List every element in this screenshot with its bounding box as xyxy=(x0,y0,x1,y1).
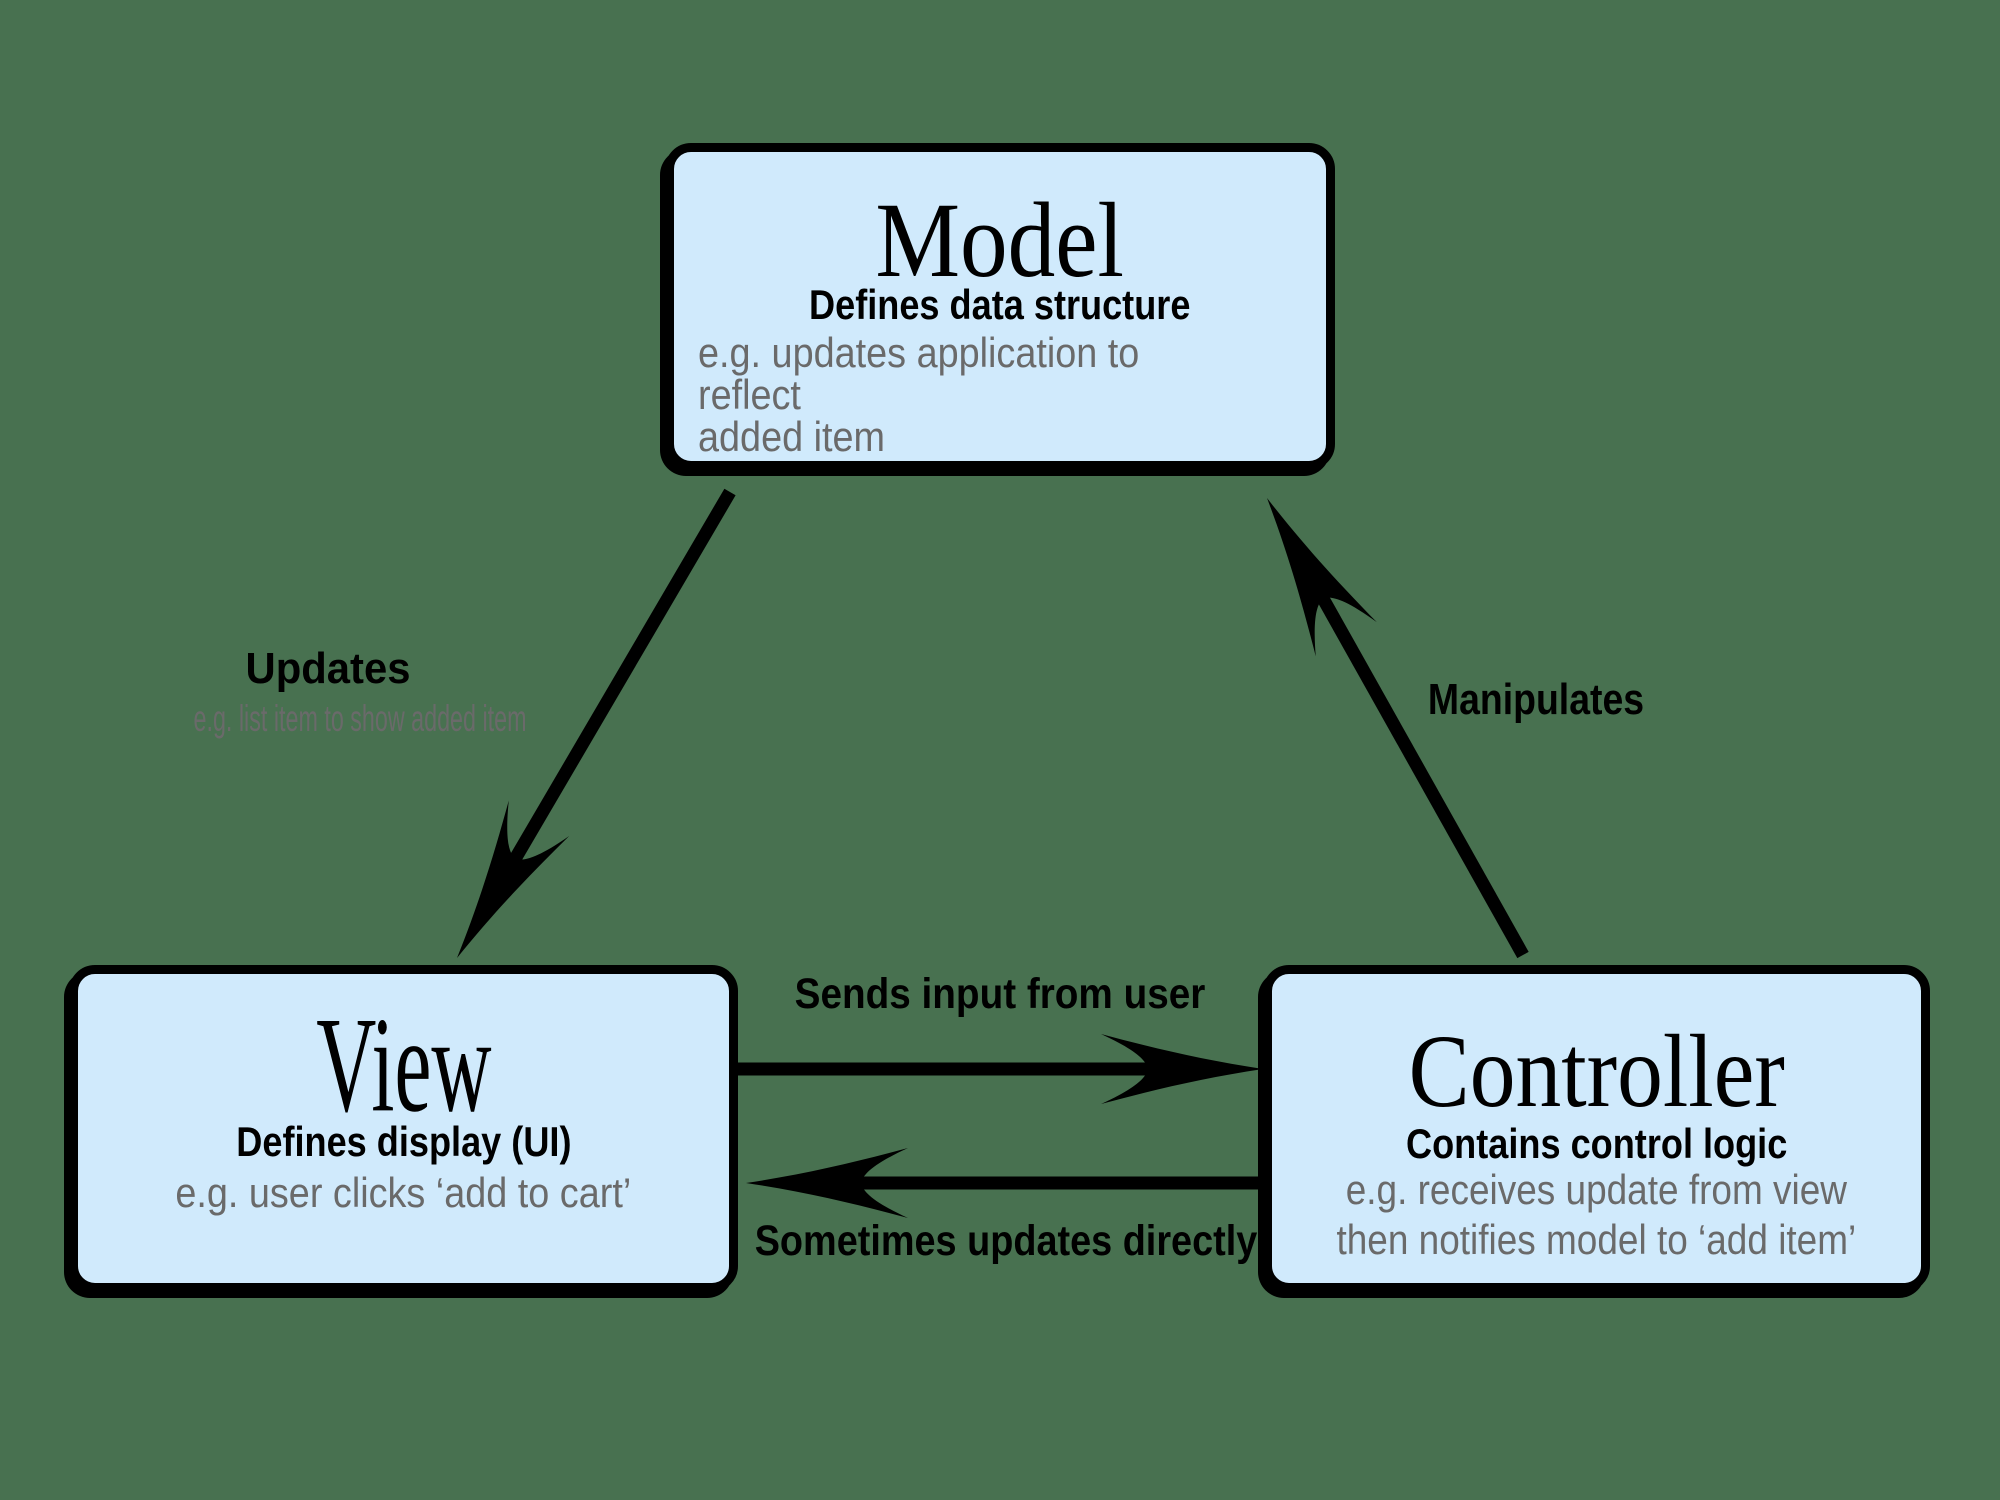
view-title: View xyxy=(78,997,729,1134)
updates-arrow-example-label: e.g. list item to show added item xyxy=(96,700,625,737)
view-example-text: e.g. user clicks ‘add to cart’ xyxy=(175,1169,632,1216)
sometimes-updates-arrow-label: Sometimes updates directly xyxy=(720,1220,1291,1263)
manipulates-arrow-label: Manipulates xyxy=(1409,678,1663,722)
controller-subtitle: Contains control logic xyxy=(1272,1123,1921,1165)
model-example-text: e.g. updates application to reflect adde… xyxy=(698,329,1140,460)
model-subtitle: Defines data structure xyxy=(674,284,1326,326)
updates-arrow-label: Updates xyxy=(241,647,415,691)
sends-input-arrow-label-text: Sends input from user xyxy=(794,970,1206,1018)
view-example: e.g. user clicks ‘add to cart’ xyxy=(78,1172,729,1214)
model-subtitle-text: Defines data structure xyxy=(809,281,1191,328)
manipulates-arrow-label-text: Manipulates xyxy=(1427,675,1645,724)
controller-title: Controller xyxy=(1272,1020,1921,1124)
sends-input-arrow-label: Sends input from user xyxy=(772,973,1228,1016)
model-box: Model Defines data structure e.g. update… xyxy=(665,143,1335,470)
arrow-model-to-view-arrowhead-icon xyxy=(426,800,570,976)
controller-subtitle-text: Contains control logic xyxy=(1405,1120,1788,1167)
arrow-controller-to-model-shaft xyxy=(1310,582,1529,959)
arrow-controller-to-model xyxy=(1236,480,1529,959)
view-title-text: View xyxy=(315,989,492,1141)
arrow-controller-to-model-arrowhead-icon xyxy=(1236,480,1377,657)
arrow-model-to-view-shaft xyxy=(502,488,736,875)
view-subtitle-text: Defines display (UI) xyxy=(235,1118,572,1165)
controller-title-text: Controller xyxy=(1408,1014,1785,1129)
view-subtitle: Defines display (UI) xyxy=(78,1121,729,1163)
sometimes-updates-arrow-label-text: Sometimes updates directly xyxy=(754,1217,1258,1265)
controller-box: Controller Contains control logic e.g. r… xyxy=(1263,965,1930,1292)
arrow-view-to-controller xyxy=(737,1034,1263,1104)
controller-example: e.g. receives update from view then noti… xyxy=(1272,1165,1921,1264)
arrow-model-to-view xyxy=(426,488,736,976)
model-title-text: Model xyxy=(875,182,1125,300)
model-title: Model xyxy=(674,188,1326,295)
updates-arrow-example-text: e.g. list item to show added item xyxy=(193,698,527,739)
arrow-controller-to-view xyxy=(746,1148,1262,1218)
model-example: e.g. updates application to reflect adde… xyxy=(674,332,1326,458)
view-box: View Defines display (UI) e.g. user clic… xyxy=(69,965,738,1292)
controller-example-text: e.g. receives update from view then noti… xyxy=(1336,1166,1857,1263)
updates-arrow-label-text: Updates xyxy=(245,644,411,693)
